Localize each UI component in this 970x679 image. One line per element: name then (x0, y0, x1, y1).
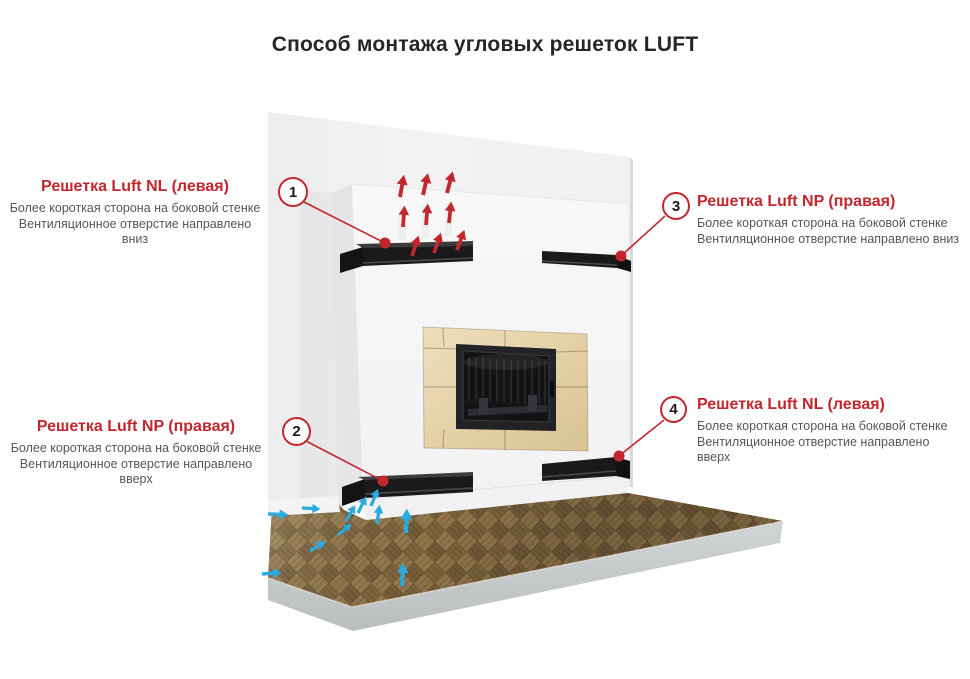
grille-2-bottom-left (342, 472, 474, 506)
wall-side-edge (630, 157, 633, 487)
callout-2-title: Решетка Luft NP (правая) (36, 418, 236, 435)
callout-2-line1: Более короткая сторона на боковой стенке (10, 441, 262, 455)
callout-3-line2: Вентиляционное отверстие направлено вниз (697, 231, 960, 246)
callout-2-line2: Вентиляционное отверстие направлено ввер… (19, 456, 253, 487)
grille-4-bottom-right (541, 457, 630, 481)
callout-1-number: 1 (288, 183, 298, 201)
fireplace-plinth (363, 476, 628, 520)
callout-1-badge: 1 (278, 177, 308, 207)
callout-1-title: Решетка Luft NL (левая) (41, 178, 229, 195)
callout-2-badge: 2 (282, 417, 311, 446)
callout-3-number: 3 (671, 197, 681, 215)
page-title: Способ монтажа угловых решеток LUFT (271, 33, 699, 56)
callout-2-number: 2 (292, 423, 301, 440)
callout-anchor-dots (377, 237, 627, 487)
callout-1-line1: Более короткая сторона на боковой стенке (9, 201, 261, 215)
callout-leader-lines (303, 201, 666, 482)
callout-3-title: Решетка Luft NP (правая) (697, 193, 896, 210)
tile-seams (423, 327, 589, 450)
concrete-slab (268, 521, 783, 631)
callout-2-label: Решетка Luft NP (правая) Более короткая … (5, 418, 267, 488)
firebox (456, 344, 556, 431)
wall-skirting (268, 496, 340, 516)
callout-4-line2: Вентиляционное отверстие направлено ввер… (697, 434, 930, 465)
breast-left-face (331, 184, 363, 508)
callout-4-badge: 4 (660, 396, 687, 423)
callout-3-label: Решетка Luft NP (правая) Более короткая … (697, 193, 965, 247)
callout-3-badge: 3 (662, 192, 690, 220)
callout-4-label: Решетка Luft NL (левая) Более короткая с… (697, 396, 965, 466)
callout-1-label: Решетка Luft NL (левая) Более короткая с… (5, 178, 265, 248)
callout-4-line1: Более короткая сторона на боковой стенке (697, 419, 948, 433)
callout-3-line1: Более короткая сторона на боковой стенке (697, 216, 948, 230)
floor-platform (267, 493, 784, 631)
callout-1-line2: Вентиляционное отверстие направлено вниз (18, 216, 252, 247)
callout-4-number: 4 (669, 401, 678, 418)
firebox-handle (549, 381, 554, 397)
callout-4-title: Решетка Luft NL (левая) (697, 396, 885, 413)
